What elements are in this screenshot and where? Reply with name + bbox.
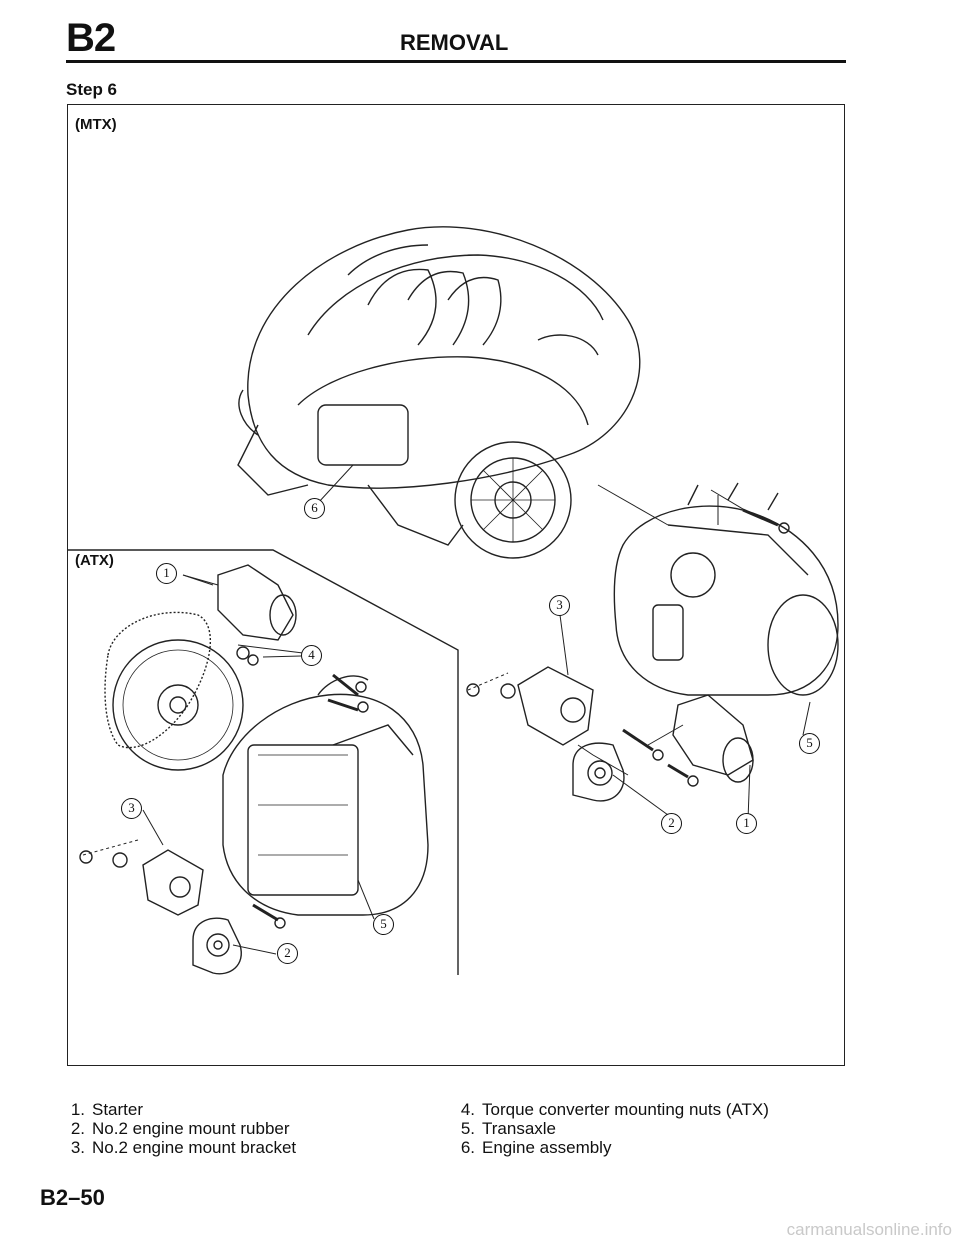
step-label: Step 6 xyxy=(66,80,118,99)
mtx-mount-drawing xyxy=(466,666,629,802)
list-item: 1.Starter xyxy=(70,1100,144,1119)
callout-mtx-transaxle: 5 xyxy=(799,733,820,754)
section-title: REMOVAL xyxy=(400,30,509,55)
mtx-transaxle-drawing xyxy=(597,482,839,696)
list-item: 2.No.2 engine mount rubber xyxy=(70,1119,290,1138)
callout-leader-lines xyxy=(142,464,811,955)
figure-frame xyxy=(67,104,845,1066)
callout-engine-assembly: 6 xyxy=(304,498,325,519)
atx-mount-drawing xyxy=(79,839,286,975)
list-item: 5.Transaxle xyxy=(460,1119,557,1138)
list-item: 3.No.2 engine mount bracket xyxy=(70,1138,297,1157)
callout-atx-transaxle: 5 xyxy=(373,914,394,935)
engine-assembly-drawing xyxy=(237,226,641,559)
parts-list-right: 4.Torque converter mounting nuts (ATX) 5… xyxy=(450,1100,769,1157)
atx-transaxle-drawing xyxy=(222,673,429,916)
parts-list-left: 1.Starter 2.No.2 engine mount rubber 3.N… xyxy=(60,1100,296,1157)
atx-panel-label: (ATX) xyxy=(75,552,114,569)
mtx-bolts-drawing xyxy=(622,508,790,787)
atx-panel-boundary xyxy=(68,549,459,975)
mtx-panel-label: (MTX) xyxy=(75,116,117,133)
callout-atx-converter-nuts: 4 xyxy=(301,645,322,666)
callout-mtx-mount-bracket: 3 xyxy=(549,595,570,616)
callout-atx-starter: 1 xyxy=(156,563,177,584)
callout-mtx-mount-rubber: 2 xyxy=(661,813,682,834)
header-rule xyxy=(66,60,846,63)
page-number: B2–50 xyxy=(40,1185,105,1210)
exploded-view-illustration xyxy=(68,226,839,975)
callout-mtx-starter: 1 xyxy=(736,813,757,834)
atx-starter-drawing xyxy=(182,564,297,641)
list-item: 6.Engine assembly xyxy=(460,1138,612,1157)
list-item: 4.Torque converter mounting nuts (ATX) xyxy=(460,1100,769,1119)
section-code: B2 xyxy=(66,16,116,60)
callout-atx-mount-rubber: 2 xyxy=(277,943,298,964)
mtx-starter-drawing xyxy=(647,694,754,783)
atx-drive-plate-drawing xyxy=(104,611,244,771)
atx-converter-nuts-drawing xyxy=(236,644,304,666)
watermark: carmanualsonline.info xyxy=(786,1220,952,1239)
callout-atx-mount-bracket: 3 xyxy=(121,798,142,819)
